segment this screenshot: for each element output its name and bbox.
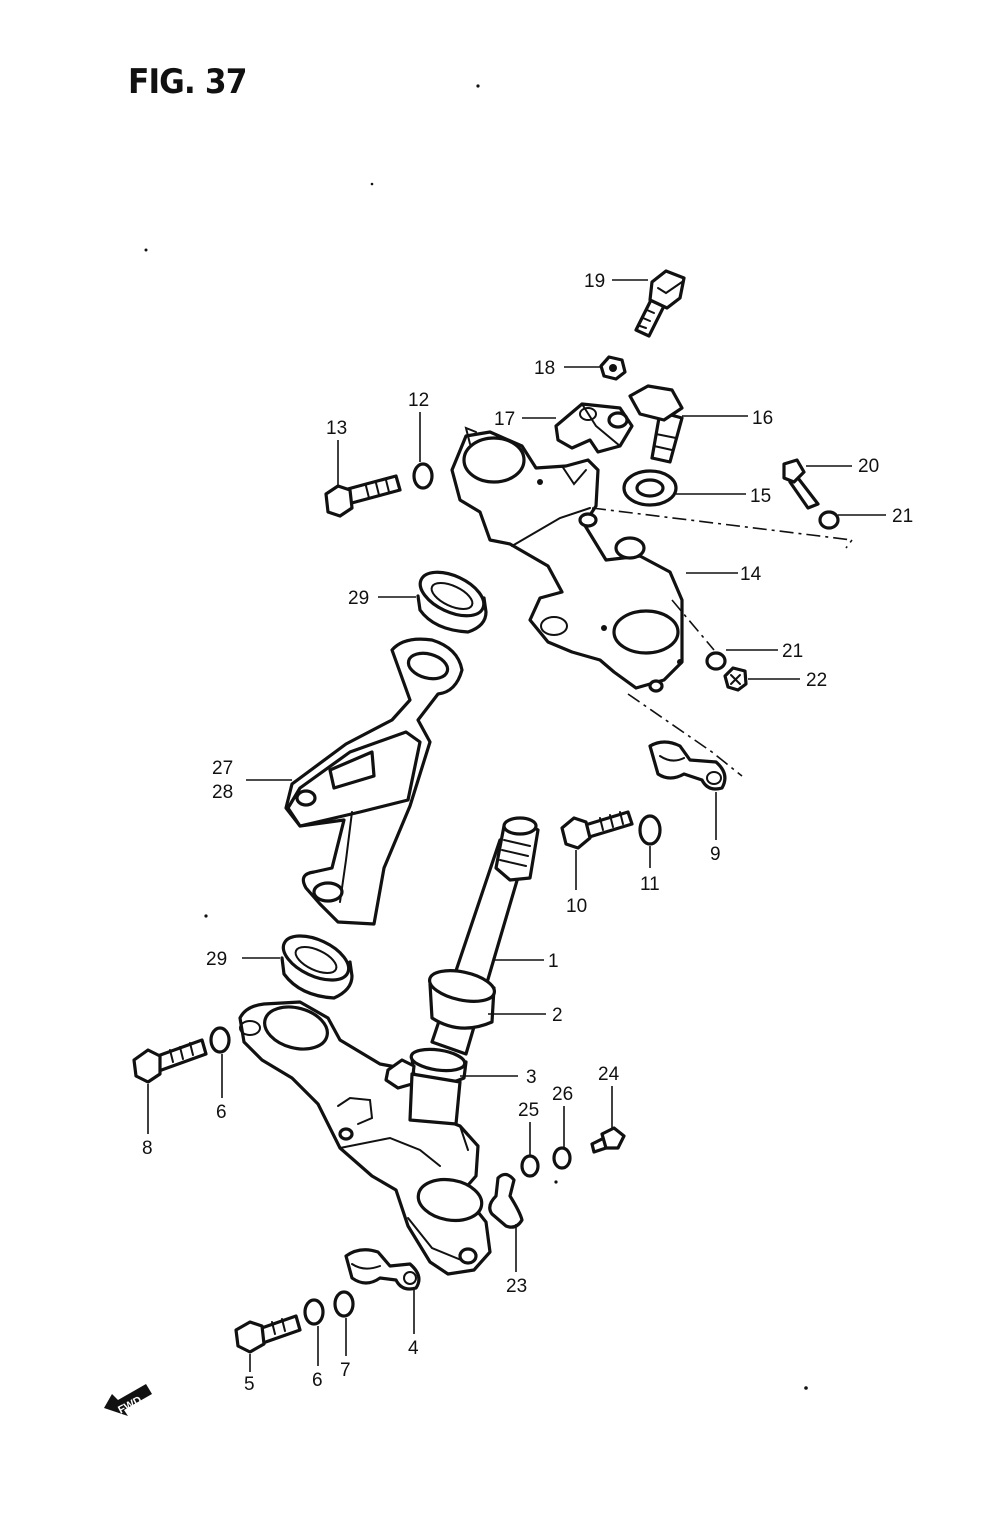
callout-14: 14 <box>740 564 762 585</box>
part-5-bolt <box>234 1314 302 1354</box>
fwd-label: FWD <box>116 1394 144 1416</box>
part-9-cable-guide <box>648 740 727 791</box>
callout-25: 25 <box>518 1100 539 1121</box>
part-25-washer <box>520 1154 540 1178</box>
part-12-washer <box>412 462 434 490</box>
callout-19: 19 <box>584 271 605 292</box>
part-22-nut <box>723 666 748 692</box>
callout-6-upper: 6 <box>216 1102 227 1123</box>
part-29-seal-lower <box>280 934 354 1000</box>
part-29-seal-upper <box>416 570 488 634</box>
callout-8: 8 <box>142 1138 153 1159</box>
callout-7: 7 <box>340 1360 351 1381</box>
part-6-washer-lower <box>303 1298 325 1326</box>
part-15-washer <box>622 469 678 507</box>
part-13-bolt <box>324 474 402 518</box>
callout-5: 5 <box>244 1374 255 1395</box>
callout-11: 11 <box>640 874 660 895</box>
part-8-bolt <box>132 1038 208 1084</box>
part-21-washer-lower <box>705 651 727 671</box>
callout-12: 12 <box>408 390 429 411</box>
part-20-bolt <box>782 458 820 510</box>
part-16-cap-bolt <box>628 384 684 464</box>
callout-20: 20 <box>858 456 879 477</box>
callout-13: 13 <box>326 418 347 439</box>
callout-28: 28 <box>212 782 233 803</box>
callout-29-lower: 29 <box>206 949 227 970</box>
callout-18: 18 <box>534 358 555 379</box>
callout-4: 4 <box>408 1338 419 1359</box>
part-6-washer-upper <box>209 1026 231 1054</box>
part-17-clamp <box>554 402 634 454</box>
callout-22: 22 <box>806 670 827 691</box>
callout-9: 9 <box>710 844 721 865</box>
part-14-upper-bracket <box>450 426 684 693</box>
part-21-washer-upper <box>818 510 840 530</box>
leader-lines <box>147 279 886 1372</box>
fwd-arrow-icon: FWD <box>104 1384 152 1417</box>
part-19-bolt <box>634 269 686 338</box>
callout-10: 10 <box>566 896 587 917</box>
lower-bracket <box>238 1000 492 1276</box>
callout-23: 23 <box>506 1276 527 1297</box>
part-11-washer <box>638 814 662 846</box>
callout-2: 2 <box>552 1005 563 1026</box>
callout-3: 3 <box>526 1067 537 1088</box>
part-7-lock-washer <box>333 1290 355 1318</box>
part-18-nut <box>599 355 627 381</box>
part-2-bearing <box>427 969 497 1030</box>
callout-17: 17 <box>494 409 515 430</box>
callout-labels: 19 18 17 16 15 20 21 21 22 14 13 12 29 2… <box>142 271 913 1395</box>
part-27-28-headlight-bracket <box>284 637 464 926</box>
part-26-washer <box>552 1146 572 1170</box>
callout-27: 27 <box>212 758 233 779</box>
callout-21-lower: 21 <box>782 641 803 662</box>
figure-title: FIG. 37 <box>128 62 247 102</box>
callout-24: 24 <box>598 1064 620 1085</box>
part-24-screw <box>590 1126 626 1154</box>
part-23-clip <box>488 1172 524 1229</box>
callout-1: 1 <box>548 951 559 972</box>
callout-15: 15 <box>750 486 771 507</box>
callout-6-lower: 6 <box>312 1370 323 1391</box>
callout-26: 26 <box>552 1084 573 1105</box>
part-10-bolt <box>560 810 634 850</box>
callout-21-upper: 21 <box>892 506 913 527</box>
part-4-cable-guide <box>344 1248 421 1291</box>
callout-16: 16 <box>752 408 773 429</box>
callout-29-upper: 29 <box>348 588 369 609</box>
